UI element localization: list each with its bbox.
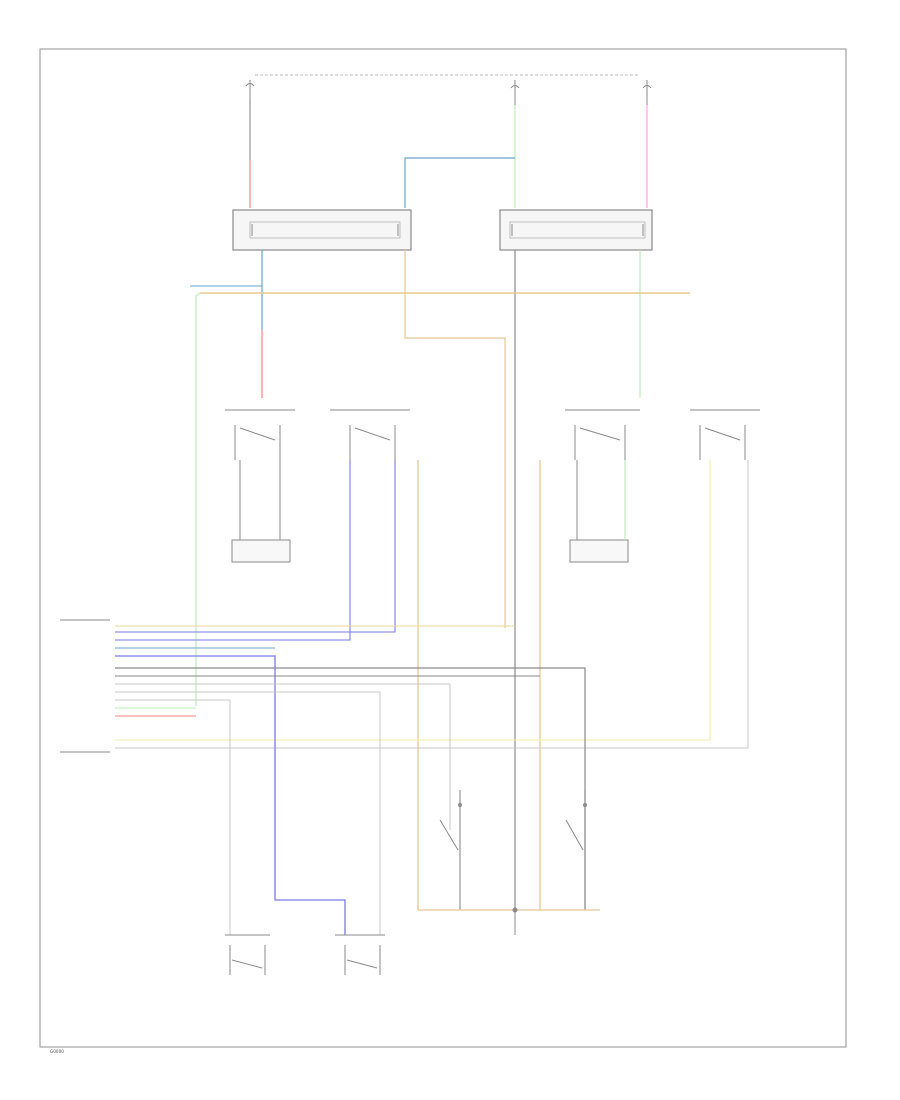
wire-left-green-drop [195, 292, 201, 706]
wire-relay-tan-drop [404, 250, 506, 628]
footer-code: G0000 [50, 1049, 64, 1054]
diagram-border [39, 48, 847, 1048]
fuse-right [642, 80, 652, 105]
wire-yellow [115, 460, 711, 741]
wire-blue-cross [404, 157, 515, 208]
left-rear-seat-sensor [439, 790, 462, 910]
right-seat-heater-element [569, 539, 629, 563]
right-rear-seat-sensor [565, 790, 587, 910]
right-rear-seat-switch-b [690, 409, 760, 460]
wire-harness-light-1 [115, 683, 451, 830]
left-rear-seat-bottom-switch [225, 934, 270, 975]
left-rear-seat-switch-b [330, 409, 410, 460]
wire-harness-light-2 [115, 691, 381, 935]
wire-harness-violet-to-switch [115, 655, 346, 935]
wire-violet-2 [115, 460, 396, 633]
fuse-left [245, 80, 255, 100]
right-rear-seat-bottom-switch [335, 934, 385, 975]
right-rear-seat-relay-module [499, 209, 653, 251]
right-rear-seat-switch-a [565, 409, 640, 460]
wire-violet-1 [115, 460, 351, 641]
fuse-middle [510, 80, 520, 105]
wire-light-right [115, 460, 749, 749]
left-rear-seat-relay-module [232, 209, 412, 251]
left-seat-heater-element [231, 539, 291, 563]
harness-connector [60, 619, 110, 753]
wire-harness-light-3 [115, 699, 231, 935]
left-rear-seat-switch-a [225, 409, 295, 460]
